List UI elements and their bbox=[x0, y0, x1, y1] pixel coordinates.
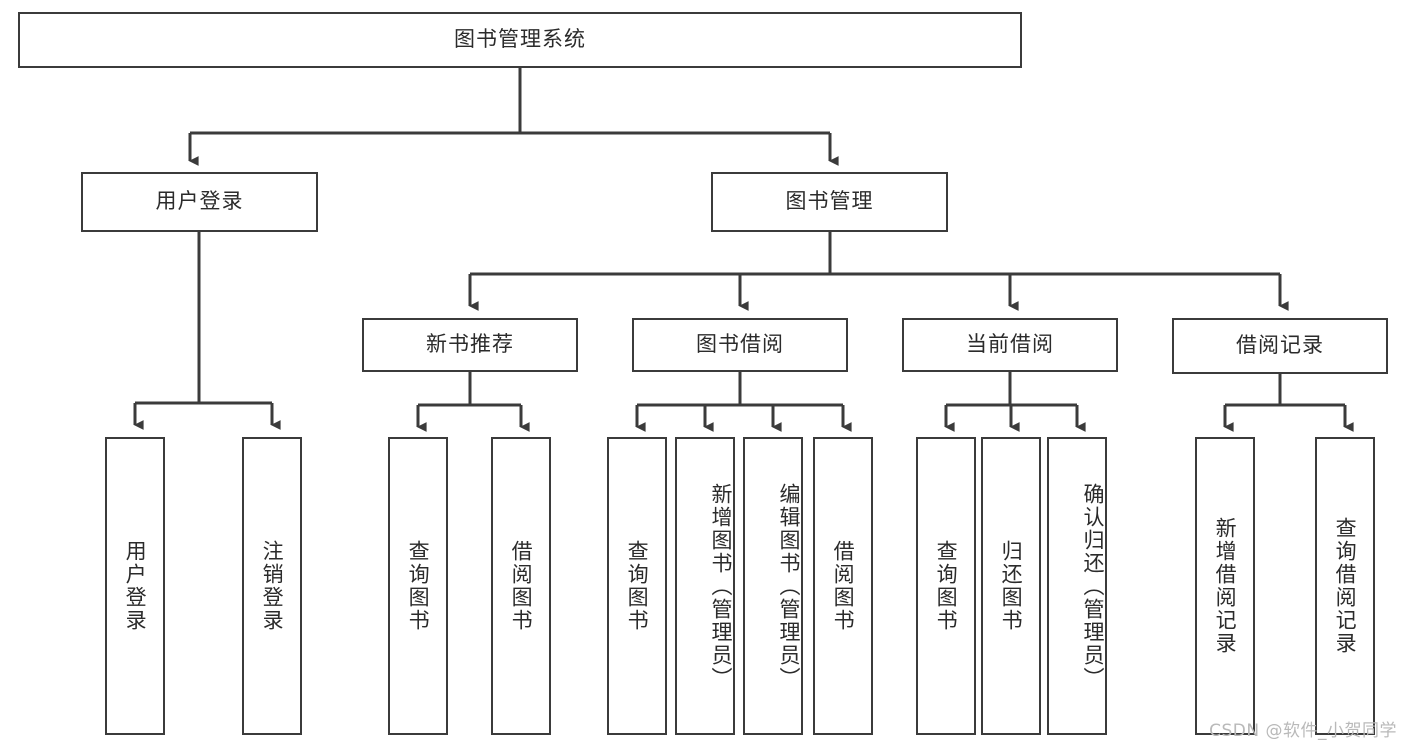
node-leaf-user-login[interactable]: 用户登录 bbox=[105, 437, 165, 735]
node-leaf-return-book-label: 归还图书 bbox=[999, 540, 1024, 632]
node-book-borrow[interactable]: 图书借阅 bbox=[632, 318, 848, 372]
node-leaf-query-book-3[interactable]: 查询图书 bbox=[916, 437, 976, 735]
node-leaf-add-book-label: 新增图书（管理员） bbox=[709, 482, 733, 690]
node-new-book-rec[interactable]: 新书推荐 bbox=[362, 318, 578, 372]
node-borrow-record[interactable]: 借阅记录 bbox=[1172, 318, 1388, 374]
node-user-login[interactable]: 用户登录 bbox=[81, 172, 318, 232]
node-leaf-query-book-2[interactable]: 查询图书 bbox=[607, 437, 667, 735]
node-leaf-edit-book-label: 编辑图书（管理员） bbox=[777, 482, 801, 690]
node-leaf-add-record[interactable]: 新增借阅记录 bbox=[1195, 437, 1255, 735]
node-leaf-borrow-book-1[interactable]: 借阅图书 bbox=[491, 437, 551, 735]
node-leaf-borrow-book-1-label: 借阅图书 bbox=[509, 540, 534, 632]
node-user-login-label: 用户登录 bbox=[155, 189, 244, 214]
node-leaf-return-book[interactable]: 归还图书 bbox=[981, 437, 1041, 735]
node-leaf-confirm-return[interactable]: 确认归还（管理员） bbox=[1047, 437, 1107, 735]
watermark-text: CSDN @软件_小贺同学 bbox=[1209, 721, 1397, 741]
node-current-borrow[interactable]: 当前借阅 bbox=[902, 318, 1118, 372]
node-leaf-query-book-3-label: 查询图书 bbox=[934, 540, 959, 632]
node-leaf-confirm-return-label: 确认归还（管理员） bbox=[1081, 482, 1105, 690]
node-leaf-user-login-label: 用户登录 bbox=[123, 540, 148, 632]
node-root-label: 图书管理系统 bbox=[454, 27, 586, 52]
node-leaf-query-book-1[interactable]: 查询图书 bbox=[388, 437, 448, 735]
node-leaf-query-record-label: 查询借阅记录 bbox=[1333, 517, 1358, 655]
node-leaf-borrow-book-2-label: 借阅图书 bbox=[831, 540, 856, 632]
node-leaf-query-book-2-label: 查询图书 bbox=[625, 540, 650, 632]
node-book-manage-label: 图书管理 bbox=[785, 189, 874, 214]
node-leaf-edit-book[interactable]: 编辑图书（管理员） bbox=[743, 437, 803, 735]
node-root[interactable]: 图书管理系统 bbox=[18, 12, 1022, 68]
node-leaf-logout[interactable]: 注销登录 bbox=[242, 437, 302, 735]
node-book-borrow-label: 图书借阅 bbox=[696, 332, 784, 357]
node-leaf-query-book-1-label: 查询图书 bbox=[406, 540, 431, 632]
node-leaf-add-record-label: 新增借阅记录 bbox=[1213, 517, 1238, 655]
node-current-borrow-label: 当前借阅 bbox=[966, 332, 1054, 357]
node-borrow-record-label: 借阅记录 bbox=[1236, 333, 1324, 358]
node-leaf-borrow-book-2[interactable]: 借阅图书 bbox=[813, 437, 873, 735]
node-book-manage[interactable]: 图书管理 bbox=[711, 172, 948, 232]
node-leaf-query-record[interactable]: 查询借阅记录 bbox=[1315, 437, 1375, 735]
node-leaf-add-book[interactable]: 新增图书（管理员） bbox=[675, 437, 735, 735]
node-new-book-rec-label: 新书推荐 bbox=[426, 332, 514, 357]
node-leaf-logout-label: 注销登录 bbox=[260, 540, 285, 632]
